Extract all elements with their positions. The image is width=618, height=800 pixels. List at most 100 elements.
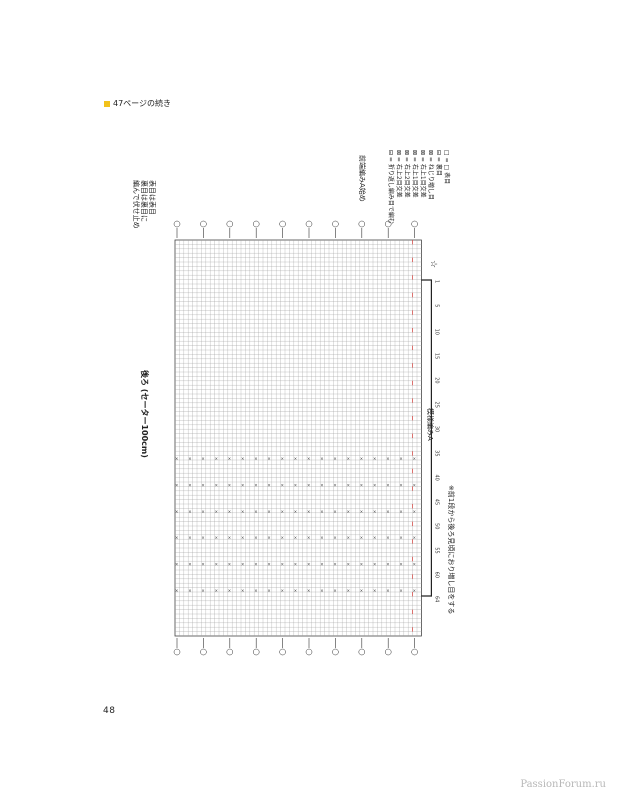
- top-note: 前端編みA始め: [358, 155, 366, 202]
- cable-cross-mark: ×: [294, 535, 297, 540]
- watermark-text: PassionForum.ru: [520, 779, 606, 790]
- cable-cross-mark: ×: [320, 509, 323, 514]
- cable-cross-mark: ×: [333, 535, 336, 540]
- row-number-label: 55: [433, 547, 439, 553]
- cable-cross-mark: ×: [347, 535, 350, 540]
- top-marker-circle: [279, 220, 286, 228]
- knitting-chart: × × × × × × × × × × × × × × × × × × × × × × × × × × × × × × × × × × × × × × × ×…: [120, 150, 480, 670]
- cable-cross-mark: ×: [333, 482, 336, 487]
- top-marker-circle: [358, 220, 366, 228]
- cable-cross-mark: ×: [267, 482, 270, 487]
- cable-cross-mark: ×: [294, 588, 297, 593]
- bottom-marker-circle: [411, 648, 418, 656]
- row-number-label: 40: [433, 474, 439, 480]
- cable-cross-mark: ×: [320, 482, 323, 487]
- cable-cross-mark: ×: [281, 482, 284, 487]
- cable-cross-mark: ×: [281, 535, 284, 540]
- cable-cross-mark: ×: [413, 535, 416, 540]
- cable-cross-mark: ×: [307, 509, 310, 514]
- star-mark: ☆: [428, 260, 438, 269]
- bottom-marker-circle: [305, 648, 313, 656]
- cable-cross-mark: ×: [360, 509, 363, 514]
- cable-cross-mark: ×: [386, 509, 389, 514]
- cable-cross-mark: ×: [360, 456, 363, 461]
- cable-cross-mark: ×: [215, 456, 218, 461]
- cable-cross-mark: ×: [373, 562, 376, 567]
- legend-item-6: ⊠ = 右上2目交差: [403, 150, 410, 198]
- bottom-marker-circle: [226, 648, 234, 656]
- cable-cross-mark: ×: [281, 456, 284, 461]
- legend-item-5: ⊠ = 右上1目交差: [411, 150, 418, 198]
- cable-cross-mark: ×: [360, 535, 363, 540]
- cable-cross-mark: ×: [175, 456, 178, 461]
- cable-cross-mark: ×: [347, 509, 350, 514]
- row-number-label: 15: [433, 353, 439, 359]
- cable-cross-mark: ×: [386, 535, 389, 540]
- cable-cross-mark: ×: [373, 509, 376, 514]
- cable-cross-mark: ×: [201, 588, 204, 593]
- row-number-label: 20: [433, 377, 439, 383]
- center-pattern-label: 模様編みA: [426, 408, 434, 441]
- cable-cross-mark: ×: [215, 535, 218, 540]
- continuation-note-text: 47ページの続き: [113, 99, 172, 108]
- cable-cross-mark: ×: [215, 509, 218, 514]
- cable-cross-mark: ×: [320, 535, 323, 540]
- cable-cross-mark: ×: [215, 588, 218, 593]
- cable-cross-mark: ×: [413, 562, 416, 567]
- cable-cross-mark: ×: [201, 482, 204, 487]
- bottom-marker-circle: [279, 648, 286, 656]
- row-number-label: 45: [433, 499, 439, 505]
- cable-cross-mark: ×: [413, 588, 416, 593]
- cable-cross-mark: ×: [294, 562, 297, 567]
- knitting-chart-svg: × × × × × × × × × × × × × × × × × × × × × × × × × × × × × × × × × × × × × × × ×…: [173, 220, 439, 656]
- cable-cross-mark: ×: [254, 509, 257, 514]
- cable-cross-mark: ×: [254, 562, 257, 567]
- cable-cross-mark: ×: [267, 562, 270, 567]
- cable-cross-mark: ×: [228, 562, 231, 567]
- row-number-label: 10: [433, 329, 439, 335]
- cable-cross-mark: ×: [347, 562, 350, 567]
- cable-cross-mark: ×: [241, 562, 244, 567]
- cable-cross-mark: ×: [267, 456, 270, 461]
- top-marker-circle: [200, 220, 207, 228]
- top-marker-circle: [305, 220, 313, 228]
- cable-cross-mark: ×: [307, 535, 310, 540]
- cable-cross-mark: ×: [175, 562, 178, 567]
- cable-cross-mark: ×: [254, 535, 257, 540]
- bottom-marker-circle: [384, 648, 392, 656]
- cable-cross-mark: ×: [201, 562, 204, 567]
- legend-item-4: ⊠ = 右上1目交差: [419, 150, 426, 198]
- cable-cross-mark: ×: [307, 482, 310, 487]
- cable-cross-mark: ×: [267, 509, 270, 514]
- cable-cross-mark: ×: [373, 482, 376, 487]
- cable-cross-mark: ×: [254, 456, 257, 461]
- cable-cross-mark: ×: [175, 509, 178, 514]
- cable-cross-mark: ×: [386, 588, 389, 593]
- edge-step-line: [421, 279, 432, 597]
- cable-cross-mark: ×: [241, 482, 244, 487]
- cable-cross-mark: ×: [386, 456, 389, 461]
- top-marker-circle: [411, 220, 418, 228]
- continuation-note: 47ページの続き: [104, 98, 171, 109]
- cable-cross-mark: ×: [267, 535, 270, 540]
- cable-cross-mark: ×: [399, 562, 402, 567]
- cable-cross-mark: ×: [281, 562, 284, 567]
- row-number-label: 30: [433, 426, 439, 432]
- cable-cross-mark: ×: [307, 456, 310, 461]
- cable-cross-mark: ×: [188, 456, 191, 461]
- bottom-note: ※前1段から後ろ見頃におり増し目をする: [447, 485, 455, 615]
- cable-cross-mark: ×: [254, 482, 257, 487]
- bottom-marker-circle: [173, 648, 181, 656]
- bottom-marker-circle: [200, 648, 207, 656]
- cable-cross-mark: ×: [241, 509, 244, 514]
- cable-cross-mark: ×: [373, 588, 376, 593]
- cable-cross-mark: ×: [347, 588, 350, 593]
- cable-cross-mark: ×: [188, 535, 191, 540]
- row-number-label: 64: [433, 596, 439, 602]
- top-marker-circle: [384, 220, 392, 228]
- cable-cross-mark: ×: [281, 588, 284, 593]
- cable-cross-mark: ×: [294, 482, 297, 487]
- row-number-label: 5: [433, 304, 439, 307]
- cable-cross-mark: ×: [281, 509, 284, 514]
- cable-cross-mark: ×: [320, 456, 323, 461]
